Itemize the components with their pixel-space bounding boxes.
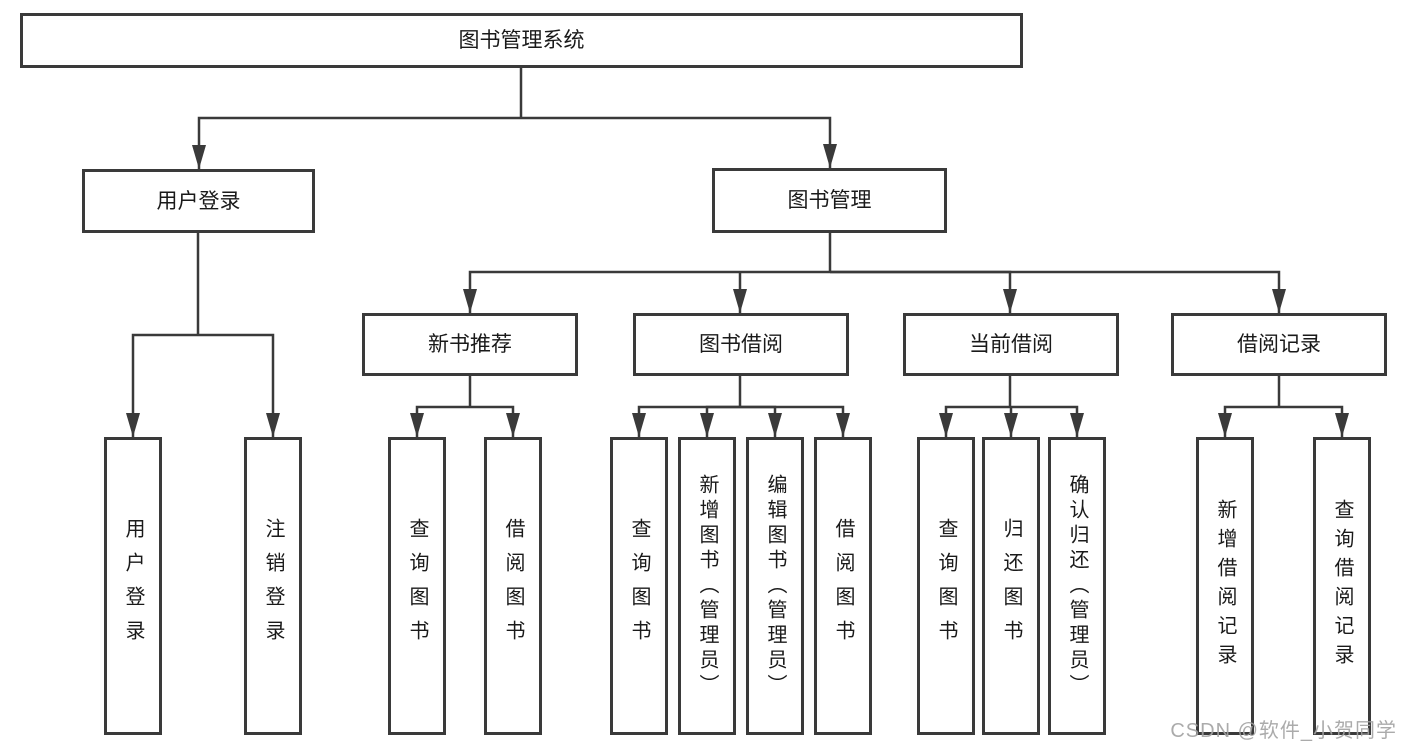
leaf-edit-books-admin: 编辑图书（管理员） bbox=[746, 437, 804, 735]
csdn-watermark: CSDN @软件_小贺同学 bbox=[1170, 720, 1397, 742]
leaf-query-borrow-record: 查询借阅记录 bbox=[1313, 437, 1371, 735]
leaf-logout: 注销登录 bbox=[244, 437, 302, 735]
leaf-user-login: 用户登录 bbox=[104, 437, 162, 735]
node-new-book-recommend: 新书推荐 bbox=[362, 313, 578, 376]
node-library-management-system: 图书管理系统 bbox=[20, 13, 1023, 68]
leaf-confirm-return-admin: 确认归还（管理员） bbox=[1048, 437, 1106, 735]
leaf-return-books: 归还图书 bbox=[982, 437, 1040, 735]
node-current-borrowing: 当前借阅 bbox=[903, 313, 1119, 376]
leaf-borrow-books: 借阅图书 bbox=[484, 437, 542, 735]
leaf-add-borrow-record: 新增借阅记录 bbox=[1196, 437, 1254, 735]
leaf-query-books-2: 查询图书 bbox=[610, 437, 668, 735]
leaf-query-books-3: 查询图书 bbox=[917, 437, 975, 735]
connector-group bbox=[126, 68, 1349, 437]
node-user-login: 用户登录 bbox=[82, 169, 315, 233]
leaf-add-books-admin: 新增图书（管理员） bbox=[678, 437, 736, 735]
node-book-borrowing: 图书借阅 bbox=[633, 313, 849, 376]
leaf-query-books: 查询图书 bbox=[388, 437, 446, 735]
node-book-management: 图书管理 bbox=[712, 168, 947, 233]
node-borrowing-records: 借阅记录 bbox=[1171, 313, 1387, 376]
leaf-borrow-books-2: 借阅图书 bbox=[814, 437, 872, 735]
